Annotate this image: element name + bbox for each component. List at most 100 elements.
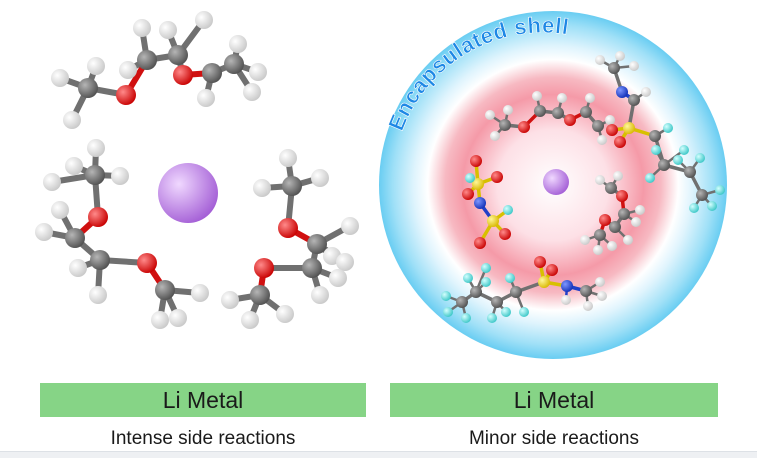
- carbon-atom: [202, 63, 222, 83]
- hydrogen-atom: [605, 115, 615, 125]
- hydrogen-atom: [329, 269, 347, 287]
- hydrogen-atom: [243, 83, 261, 101]
- carbon-atom: [605, 182, 617, 194]
- carbon-atom: [580, 285, 592, 297]
- sulfur-atom: [472, 178, 484, 190]
- hydrogen-atom: [631, 217, 641, 227]
- hydrogen-atom: [111, 167, 129, 185]
- oxygen-atom: [278, 218, 298, 238]
- fluorine-atom: [673, 155, 683, 165]
- hydrogen-atom: [69, 259, 87, 277]
- fluorine-atom: [481, 263, 491, 273]
- carbon-atom: [470, 286, 482, 298]
- hydrogen-atom: [607, 241, 617, 251]
- hydrogen-atom: [597, 135, 607, 145]
- hydrogen-atom: [595, 55, 605, 65]
- carbon-atom: [649, 130, 661, 142]
- carbon-atom: [168, 45, 188, 65]
- hydrogen-atom: [43, 173, 61, 191]
- fluorine-atom: [501, 307, 511, 317]
- li-metal-bar-left: Li Metal: [40, 383, 366, 417]
- sulfur-atom: [487, 215, 499, 227]
- lithium-ion: [543, 169, 569, 195]
- oxygen-atom: [616, 190, 628, 202]
- carbon-atom: [684, 166, 696, 178]
- hydrogen-atom: [641, 87, 651, 97]
- oxygen-atom: [564, 114, 576, 126]
- hydrogen-atom: [159, 21, 177, 39]
- hydrogen-atom: [191, 284, 209, 302]
- hydrogen-atom: [279, 149, 297, 167]
- carbon-atom: [552, 107, 564, 119]
- fluorine-atom: [441, 291, 451, 301]
- oxygen-atom: [606, 124, 618, 136]
- hydrogen-atom: [490, 131, 500, 141]
- hydrogen-atom: [241, 311, 259, 329]
- carbon-atom: [594, 229, 606, 241]
- hydrogen-atom: [597, 291, 607, 301]
- oxygen-atom: [491, 171, 503, 183]
- fluorine-atom: [481, 277, 491, 287]
- oxygen-atom: [173, 65, 193, 85]
- carbon-atom: [696, 189, 708, 201]
- fluorine-atom: [715, 185, 725, 195]
- nitrogen-atom: [616, 86, 628, 98]
- molecular-atoms: [35, 11, 725, 329]
- nitrogen-atom: [474, 197, 486, 209]
- oxygen-atom: [254, 258, 274, 278]
- carbon-atom: [658, 159, 670, 171]
- carbon-atom: [592, 120, 604, 132]
- oxygen-atom: [116, 85, 136, 105]
- oxygen-atom: [137, 253, 157, 273]
- hydrogen-atom: [197, 89, 215, 107]
- carbon-atom: [456, 296, 468, 308]
- hydrogen-atom: [623, 235, 633, 245]
- carbon-atom: [608, 62, 620, 74]
- hydrogen-atom: [336, 253, 354, 271]
- hydrogen-atom: [249, 63, 267, 81]
- carbon-atom: [302, 258, 322, 278]
- hydrogen-atom: [311, 286, 329, 304]
- carbon-atom: [137, 50, 157, 70]
- fluorine-atom: [461, 313, 471, 323]
- carbon-atom: [282, 176, 302, 196]
- hydrogen-atom: [87, 57, 105, 75]
- oxygen-atom: [88, 207, 108, 227]
- hydrogen-atom: [65, 157, 83, 175]
- hydrogen-atom: [276, 305, 294, 323]
- hydrogen-atom: [580, 235, 590, 245]
- hydrogen-atom: [503, 105, 513, 115]
- li-metal-bar-right: Li Metal: [390, 383, 718, 417]
- carbon-atom: [78, 78, 98, 98]
- carbon-atom: [155, 280, 175, 300]
- sulfur-atom: [538, 276, 550, 288]
- carbon-atom: [65, 228, 85, 248]
- hydrogen-atom: [63, 111, 81, 129]
- sulfur-atom: [623, 122, 635, 134]
- fluorine-atom: [663, 123, 673, 133]
- hydrogen-atom: [595, 175, 605, 185]
- hydrogen-atom: [532, 91, 542, 101]
- fluorine-atom: [689, 203, 699, 213]
- oxygen-atom: [499, 228, 511, 240]
- fluorine-atom: [651, 145, 661, 155]
- fluorine-atom: [443, 307, 453, 317]
- carbon-atom: [307, 234, 327, 254]
- fluorine-atom: [465, 173, 475, 183]
- fluorine-atom: [695, 153, 705, 163]
- hydrogen-atom: [593, 245, 603, 255]
- hydrogen-atom: [341, 217, 359, 235]
- oxygen-atom: [518, 121, 530, 133]
- caption-left: Intense side reactions: [110, 428, 296, 449]
- hydrogen-atom: [561, 295, 571, 305]
- hydrogen-atom: [169, 309, 187, 327]
- fluorine-atom: [463, 273, 473, 283]
- carbon-atom: [90, 250, 110, 270]
- hydrogen-atom: [613, 171, 623, 181]
- li-metal-label-right: Li Metal: [513, 386, 595, 413]
- hydrogen-atom: [133, 19, 151, 37]
- oxygen-atom: [599, 214, 611, 226]
- fluorine-atom: [707, 201, 717, 211]
- hydrogen-atom: [119, 61, 137, 79]
